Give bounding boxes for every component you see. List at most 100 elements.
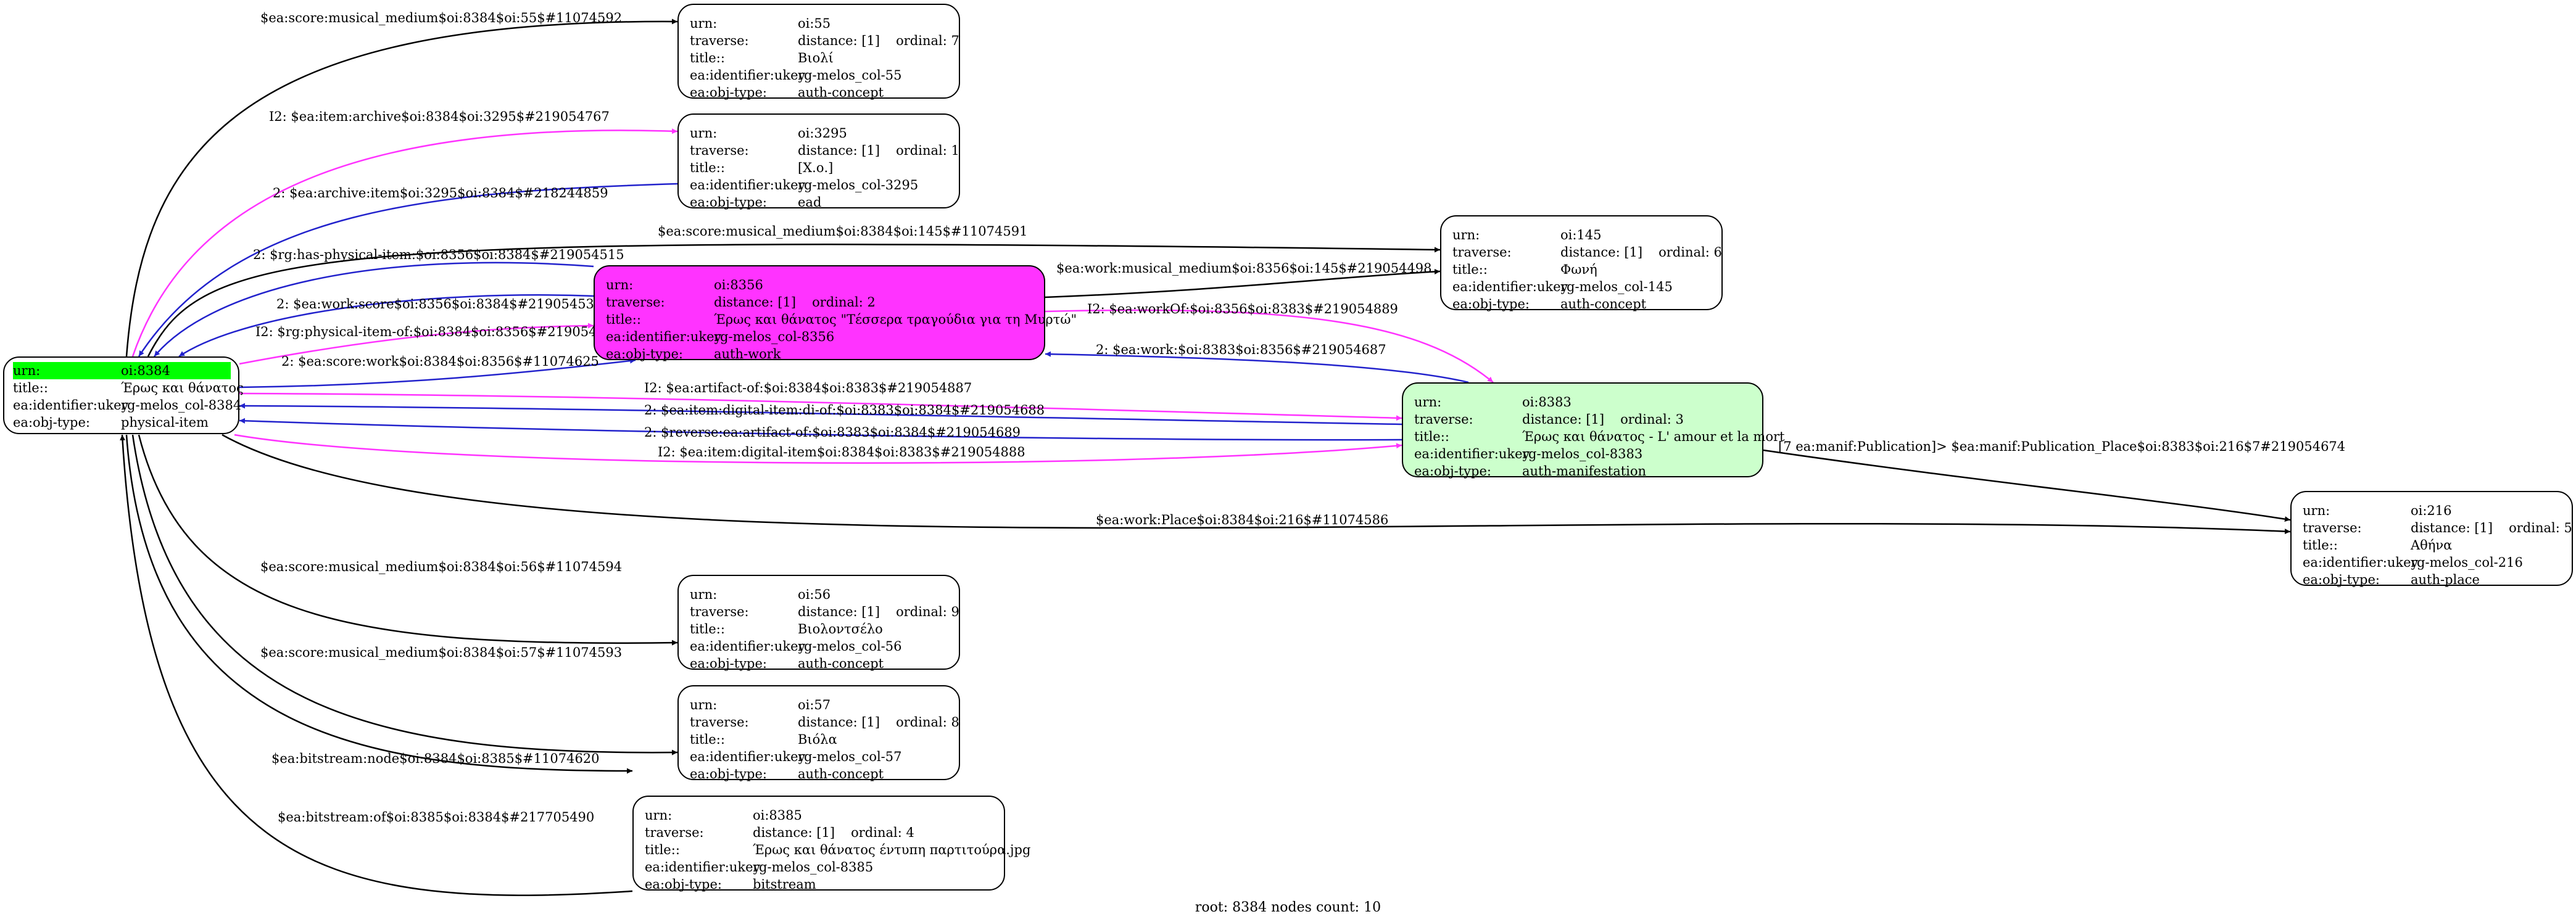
edge-label: $ea:score:musical_medium$oi:8384$oi:57$#… [260,645,622,660]
row-key: ea:identifier:ukey [690,178,806,192]
row-value: auth-concept [798,656,884,671]
node-row: urn:oi:57 [690,696,943,714]
row-value: distance: [1] [798,143,880,158]
edge-line[interactable] [1045,351,1469,384]
row-key: ea:identifier:ukey [645,860,761,875]
row-key: urn: [690,126,718,141]
row-key: ea:identifier:ukey [690,639,806,654]
edge-line[interactable] [239,358,636,389]
row-ordinal: ordinal: 9 [896,604,959,619]
row-value: oi:216 [2411,503,2452,518]
row-key: ea:obj-type: [606,347,683,361]
edge-line[interactable] [125,434,633,774]
row-value: auth-work [714,347,781,361]
edge-line[interactable] [239,418,1402,441]
row-value: Βιολί [798,51,834,65]
row-value: distance: [1] [798,715,880,730]
row-key: ea:identifier:ukey [690,68,806,83]
row-value: oi:57 [798,698,831,712]
node-row: urn: oi:55 [690,15,943,32]
row-key: ea:obj-type: [690,656,767,671]
edge-line[interactable] [125,19,678,357]
row-value: Έρως και θάνατος "Τέσσερα τραγούδια για … [714,312,1077,327]
node-row: title::Έρως και θάνατος - L' amour et la… [1414,428,1784,445]
edge-line[interactable] [120,434,633,896]
node-row: urn:oi:8385 [645,807,988,824]
row-ordinal: ordinal: 2 [812,295,876,310]
row-value: rg-melos_col-145 [1560,279,1673,294]
row-value: Αθήνα [2411,538,2453,553]
row-value: distance: [1] [798,33,880,48]
row-value: oi:8383 [1522,395,1572,410]
row-key: urn: [690,16,718,31]
edge-line[interactable] [239,403,1402,426]
edge-line[interactable] [147,243,1441,357]
row-value: rg-melos_col-8384 [121,398,242,413]
node-row: title::Βιόλα [690,731,943,748]
row-value: oi:8385 [753,808,802,823]
node-row: urn:oi:8383 [1414,393,1746,411]
edge-line[interactable] [239,392,1402,421]
edge-label: $ea:bitstream:of$oi:8385$oi:8384$#217705… [278,810,594,825]
node-row: traverse:distance: [1]ordinal: 2 [606,294,1028,311]
edge-line[interactable] [131,434,678,755]
edge-line[interactable] [154,261,594,357]
edge-line[interactable] [222,434,2291,535]
edge-line[interactable] [178,294,594,358]
row-key: title:: [690,160,725,175]
node-row: ea:obj-type: auth-concept [690,655,943,672]
edge-line[interactable] [138,183,678,357]
row-key: title:: [645,842,680,857]
row-key: ea:obj-type: [690,767,767,781]
node-row: urn:oi:8356 [606,276,1028,294]
edge-line[interactable] [1763,449,2291,522]
row-value: ead [798,195,822,210]
row-value: rg-melos_col-56 [798,639,902,654]
edge-labels-layer: $ea:score:musical_medium$oi:8384$oi:55$#… [253,10,2345,825]
edge-line[interactable] [131,128,678,357]
row-key: traverse: [606,295,665,310]
edge-line[interactable] [1045,268,1441,298]
row-value: rg-melos_col-57 [798,749,902,764]
row-key: title:: [13,381,48,395]
row-value: oi:55 [798,16,831,31]
edge-line[interactable] [138,434,678,646]
row-ordinal: ordinal: 1 [896,143,959,158]
node-row: ea:obj-type:physical-item [13,414,231,431]
row-value: physical-item [121,415,209,430]
row-value: oi:8356 [714,278,763,292]
node-row: ea:obj-type: auth-work [606,345,1028,363]
row-value: Έρως και θάνατος έντυπη παρτιτούρα.jpg [753,842,1031,857]
row-value: distance: [1] [753,825,835,840]
row-key: ea:identifier:ukey [2303,555,2419,570]
row-key: ea:identifier:ukey [690,749,806,764]
row-key: traverse: [690,604,749,619]
edge-label: I2: $ea:workOf:$oi:8356$oi:8383$#2190548… [1087,302,1398,316]
row-value: rg-melos_col-3295 [798,178,919,192]
node-row: ea:obj-type:bitstream [645,876,988,893]
edge-line[interactable] [1045,309,1494,383]
edge-line[interactable] [234,434,1402,464]
node-row: ea:obj-type:auth-concept [1452,295,1705,313]
row-key: urn: [2303,503,2330,518]
edge-label: $ea:work:musical_medium$oi:8356$oi:145$#… [1056,261,1432,276]
edge-label: I2: $ea:item:archive$oi:8384$oi:3295$#21… [269,109,610,124]
edge-line[interactable] [239,323,594,365]
row-value: distance: [1] [798,604,880,619]
node-row: traverse:distance: [1]ordinal: 8 [690,714,959,731]
edge-label: 2: $ea:archive:item$oi:3295$oi:8384$#218… [273,186,608,200]
